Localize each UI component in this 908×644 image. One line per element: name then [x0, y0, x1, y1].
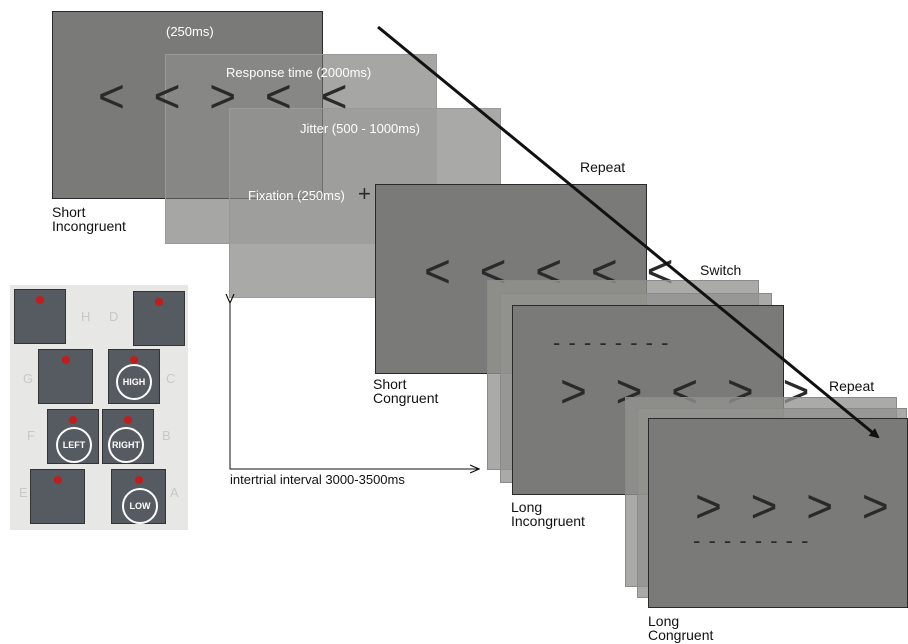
letter-g: G — [23, 371, 33, 386]
button-g — [38, 349, 93, 404]
button-d — [133, 291, 185, 346]
led-icon — [62, 356, 70, 364]
led-icon — [36, 296, 44, 304]
led-icon — [155, 298, 163, 306]
left-button-label: LEFT — [56, 427, 92, 463]
led-icon — [124, 416, 132, 424]
sequence-arrow-line — [378, 27, 878, 437]
iti-arrow — [230, 302, 478, 469]
high-button-label: HIGH — [116, 364, 152, 400]
letter-a: A — [170, 485, 179, 500]
button-e — [30, 469, 85, 524]
letter-c: C — [166, 371, 175, 386]
led-icon — [130, 356, 138, 364]
led-icon — [54, 476, 62, 484]
letter-b: B — [162, 428, 171, 443]
letter-f: F — [27, 428, 35, 443]
letter-h: H — [81, 309, 90, 324]
led-icon — [69, 416, 77, 424]
letter-d: D — [109, 309, 118, 324]
letter-e: E — [19, 485, 28, 500]
low-button-label: LOW — [122, 488, 158, 524]
button-h — [14, 289, 66, 344]
right-button-label: RIGHT — [108, 427, 144, 463]
led-icon — [135, 476, 143, 484]
response-box-photo: H D G C F B E A HIGH LEFT RIGHT LOW — [10, 285, 188, 530]
